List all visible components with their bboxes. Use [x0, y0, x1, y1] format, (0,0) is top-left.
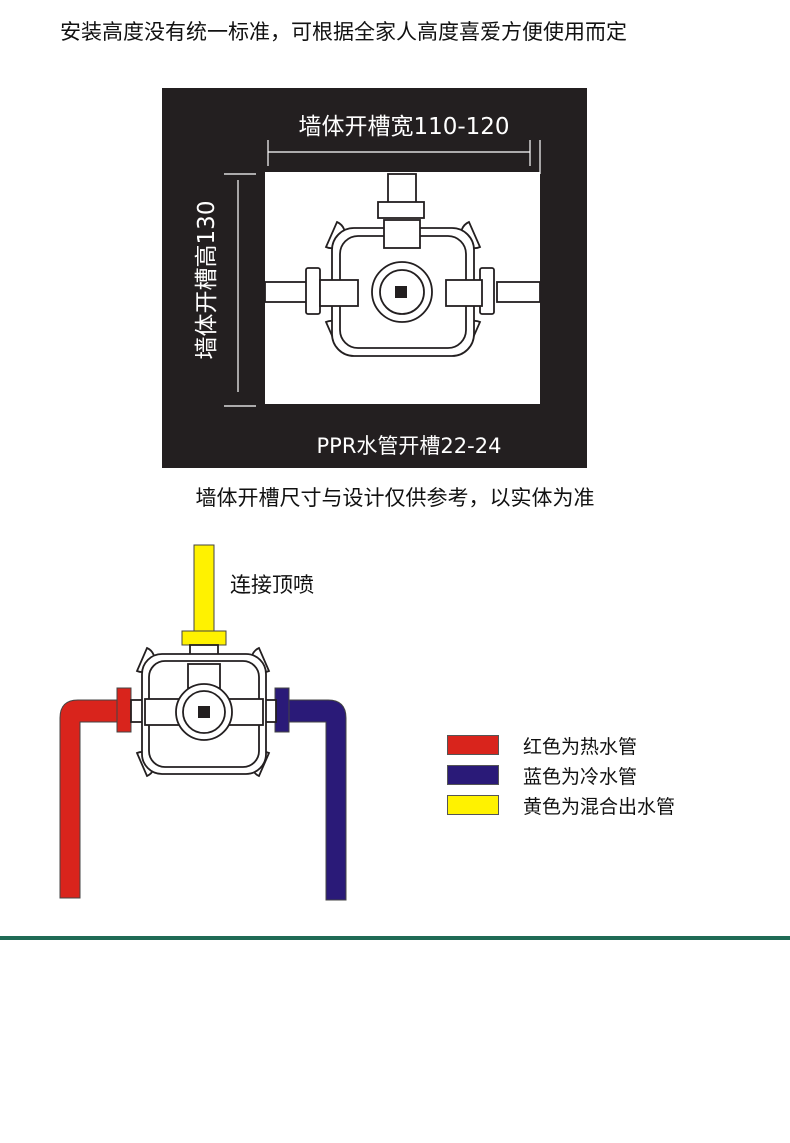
height-dimension [224, 173, 256, 407]
cold-water-pipe [281, 699, 347, 901]
mixed-outlet-fitting [181, 630, 227, 646]
hot-water-fitting [116, 687, 132, 733]
legend-item-cold: 蓝色为冷水管 [447, 763, 638, 788]
disclaimer-caption: 墙体开槽尺寸与设计仅供参考，以实体为准 [195, 486, 595, 510]
slot-width-label: 墙体开槽宽110-120 [298, 114, 509, 140]
legend-label-cold: 蓝色为冷水管 [523, 765, 638, 788]
legend-swatch-red [447, 735, 499, 755]
hot-water-pipe [59, 699, 125, 899]
mixed-outlet-pipe [193, 544, 215, 634]
legend-item-mixed: 黄色为混合出水管 [447, 793, 676, 818]
legend-label-hot: 红色为热水管 [523, 735, 638, 758]
pipe-connection-diagram: 连接顶喷 [59, 544, 347, 901]
valve-stem-square [395, 286, 407, 298]
legend-swatch-yellow [447, 795, 499, 815]
wall-slot-diagram: 墙体开槽宽110-120 墙体开槽高130 PPR水管开槽22-24 [162, 88, 587, 468]
slot-height-label: 墙体开槽高130 [194, 201, 220, 360]
pipe-slot-label: PPR水管开槽22-24 [317, 434, 502, 458]
installation-height-note: 安装高度没有统一标准，可根据全家人高度喜爱方便使用而定 [60, 20, 627, 44]
legend-item-hot: 红色为热水管 [447, 733, 638, 758]
section-divider [0, 936, 790, 940]
legend-swatch-blue [447, 765, 499, 785]
legend-label-mixed: 黄色为混合出水管 [523, 795, 676, 818]
cold-water-fitting [274, 687, 290, 733]
valve-stem-square [198, 706, 210, 718]
width-dimension [267, 140, 541, 174]
top-outlet-label: 连接顶喷 [230, 573, 314, 597]
